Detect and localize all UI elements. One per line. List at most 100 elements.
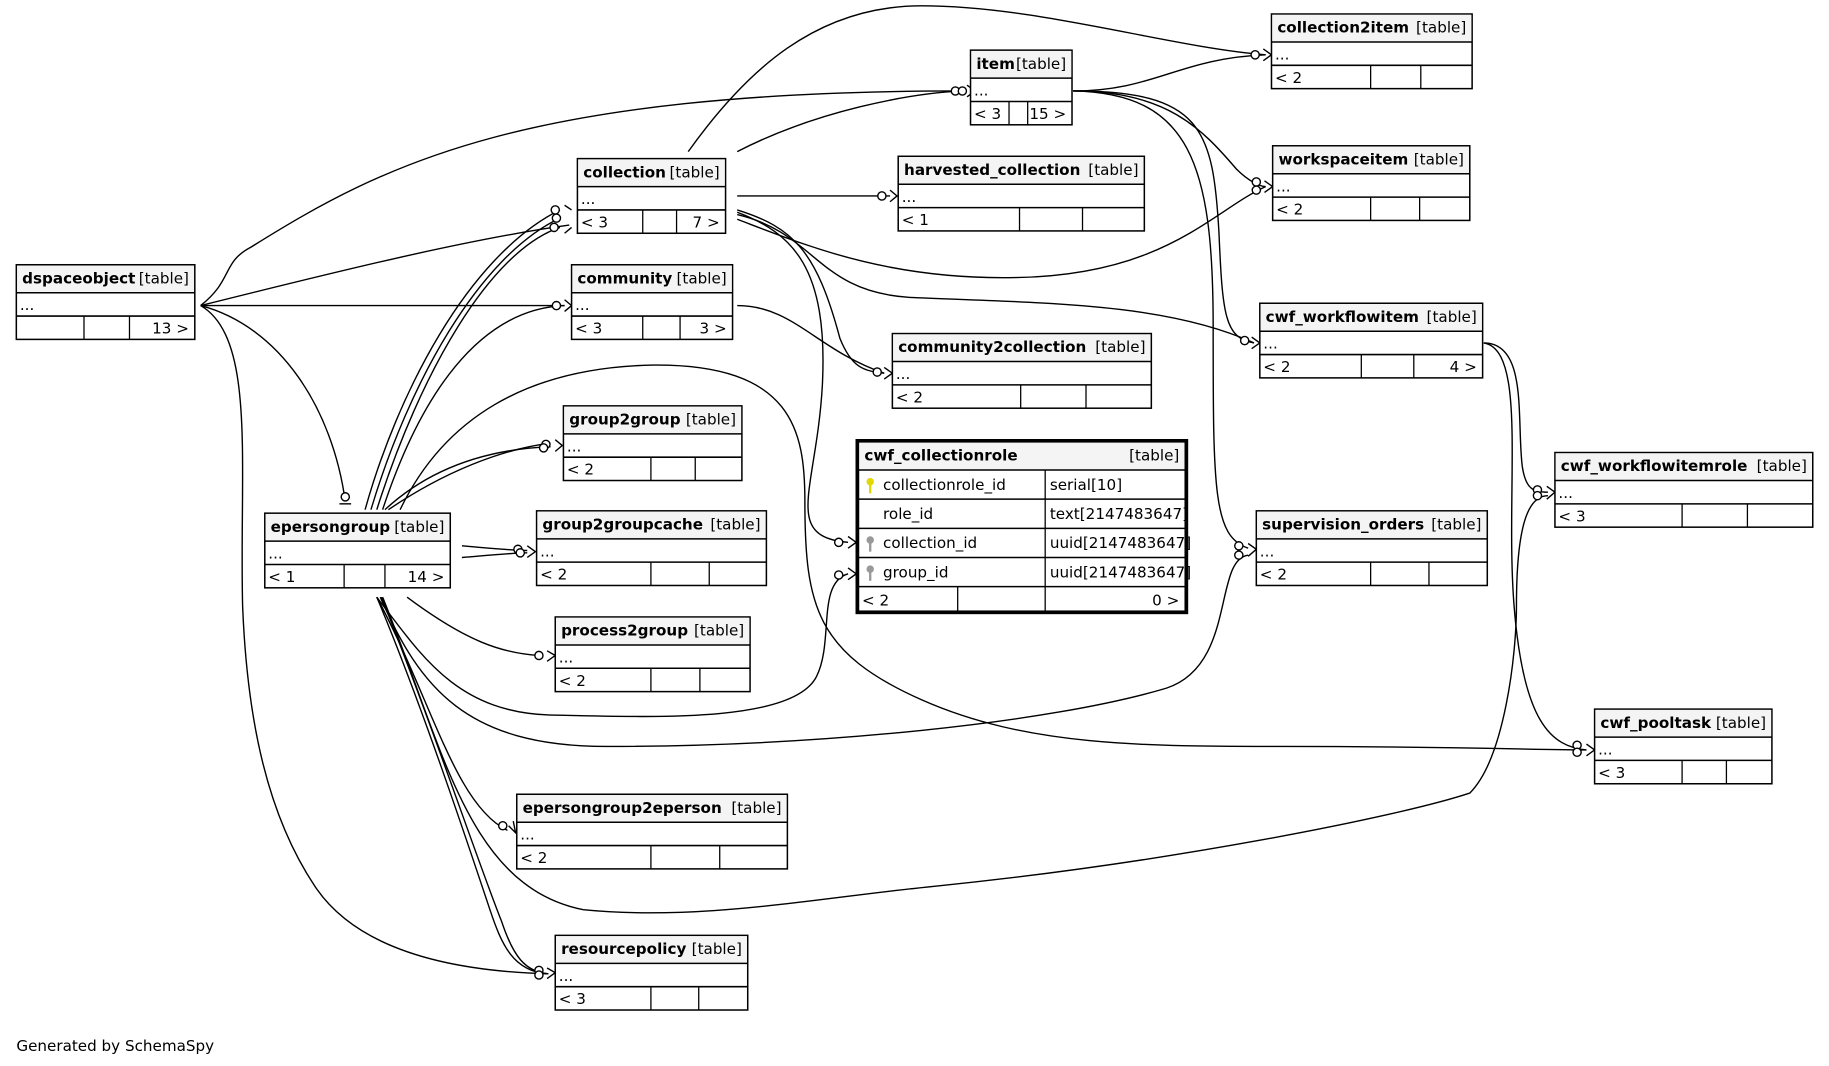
child-count: 15 > <box>1029 105 1066 123</box>
column-name: collectionrole_id <box>883 476 1006 495</box>
table-header <box>572 265 732 292</box>
link-collection-cwf_collectionrole <box>736 211 849 544</box>
table-type-tag: [table] <box>686 411 736 429</box>
link-collection-item <box>736 90 963 153</box>
table-type-tag: [table] <box>710 516 760 534</box>
table-cwf_pooltask[interactable]: cwf_pooltask[table]...< 3 <box>1593 708 1773 785</box>
table-name: cwf_collectionrole <box>864 447 1017 465</box>
parent-count: < 2 <box>520 849 547 867</box>
table-supervision_orders[interactable]: supervision_orders [table]... < 2 <box>1255 510 1489 587</box>
table-name: harvested_collection <box>904 161 1080 179</box>
link-epersongroup-resourcepolicy-1 <box>376 596 549 975</box>
link-collection-collection2item <box>687 5 1266 153</box>
column-type: text[2147483647] <box>1050 505 1188 523</box>
table-name: community <box>577 269 672 287</box>
table-name: resourcepolicy <box>561 940 686 958</box>
table-type-tag: [table] <box>1757 457 1807 475</box>
table-type-tag: [table] <box>677 269 727 287</box>
parent-count: < 3 <box>1558 507 1585 525</box>
table-resourcepolicy[interactable]: resourcepolicy[table]...< 3 <box>554 934 749 1011</box>
table-type-tag: [table] <box>731 799 781 817</box>
table-type-tag: [table] <box>1088 161 1138 179</box>
parent-count: < 2 <box>896 388 923 406</box>
table-name: collection2item <box>1277 19 1409 37</box>
column-row: ... <box>575 296 589 314</box>
table-name: supervision_orders <box>1262 516 1424 534</box>
table-group2group[interactable]: group2group[table]...< 2 <box>562 405 743 482</box>
table-header <box>971 50 1072 78</box>
link-epersongroup-collection-3 <box>376 226 561 510</box>
table-workspaceitem[interactable]: workspaceitem[table]...< 2 <box>1271 145 1471 222</box>
table-type-tag: [table] <box>694 622 744 640</box>
table-dspaceobject[interactable]: dspaceobject[table]...13 > <box>15 263 196 341</box>
table-harvested_collection[interactable]: harvested_collection [table]... < 1 <box>897 155 1146 232</box>
link-epersongroup-community <box>381 304 565 510</box>
table-cwf_collectionrole[interactable]: cwf_collectionrole [table] collectionrole_… <box>855 438 1191 615</box>
table-header <box>578 159 725 186</box>
column-row: ... <box>1260 542 1274 560</box>
table-header <box>1595 709 1772 737</box>
table-community2collection[interactable]: community2collection[table]...< 2 <box>891 332 1153 409</box>
link-epersongroup-supervision_orders <box>379 554 1249 748</box>
column-row: ... <box>974 82 988 100</box>
parent-count: < 2 <box>559 672 586 690</box>
table-name: group2groupcache <box>542 516 703 534</box>
table-type-tag: [table] <box>1427 308 1477 326</box>
table-group2groupcache[interactable]: group2groupcache[table]...< 2 <box>535 510 768 587</box>
link-dspaceobject-item <box>200 90 963 307</box>
primary-key-icon <box>866 477 874 494</box>
column-name: collection_id <box>883 534 977 553</box>
parent-count: < 2 <box>862 591 889 609</box>
parent-count: < 2 <box>540 566 567 584</box>
link-community-community2collection <box>737 304 885 374</box>
parent-count: < 1 <box>902 211 929 229</box>
column-row: ... <box>902 188 916 206</box>
table-header <box>899 157 1144 184</box>
link-collection-workspaceitem <box>736 185 1266 279</box>
link-item-cwf_workflowitem <box>1073 90 1255 344</box>
table-name: collection <box>583 163 666 181</box>
table-name: process2group <box>561 622 688 640</box>
parent-count: < 2 <box>1275 69 1302 87</box>
column-row: ... <box>1598 741 1612 759</box>
link-epersongroup-process2group <box>406 596 539 657</box>
column-row: ... <box>1275 45 1289 63</box>
column-row: ... <box>520 826 534 844</box>
column-type: serial[10] <box>1050 476 1122 494</box>
link-epersongroup-group2group-1 <box>384 445 551 511</box>
column-row: ... <box>567 437 581 455</box>
column-name: group_id <box>883 563 948 582</box>
child-count: 14 > <box>408 568 445 586</box>
table-name: item <box>976 55 1015 73</box>
column-row: ... <box>1276 177 1290 195</box>
table-cwf_workflowitemrole[interactable]: cwf_workflowitemrole[table]...< 3 <box>1554 451 1814 528</box>
link-item-collection2item <box>1073 54 1266 92</box>
parent-count: < 3 <box>559 990 586 1008</box>
column-row: ... <box>559 648 573 666</box>
table-header <box>556 936 747 963</box>
table-header <box>556 617 750 645</box>
table-type-tag: [table] <box>1716 714 1766 732</box>
table-type-tag: [table] <box>1129 447 1179 465</box>
parent-count: < 2 <box>1260 566 1287 584</box>
table-collection2item[interactable]: collection2item[table]...< 2 <box>1270 13 1473 90</box>
table-epersongroup2eperson[interactable]: epersongroup2eperson[table]...< 2 <box>516 793 789 870</box>
link-epersongroup-cwf_workflowitemrole <box>381 494 1548 914</box>
foreign-key-icon <box>866 565 874 581</box>
table-process2group[interactable]: process2group [table]... < 2 <box>554 616 751 693</box>
table-header <box>893 334 1151 361</box>
table-header <box>537 511 766 539</box>
parent-count: < 2 <box>567 461 594 479</box>
link-collection-community2collection <box>737 209 885 374</box>
table-name: dspaceobject <box>22 269 135 287</box>
parent-count: < 2 <box>1263 358 1290 376</box>
table-type-tag: [table] <box>670 163 720 181</box>
table-type-tag: [table] <box>1431 516 1481 534</box>
link-dspaceobject-epersongroup <box>200 304 346 502</box>
